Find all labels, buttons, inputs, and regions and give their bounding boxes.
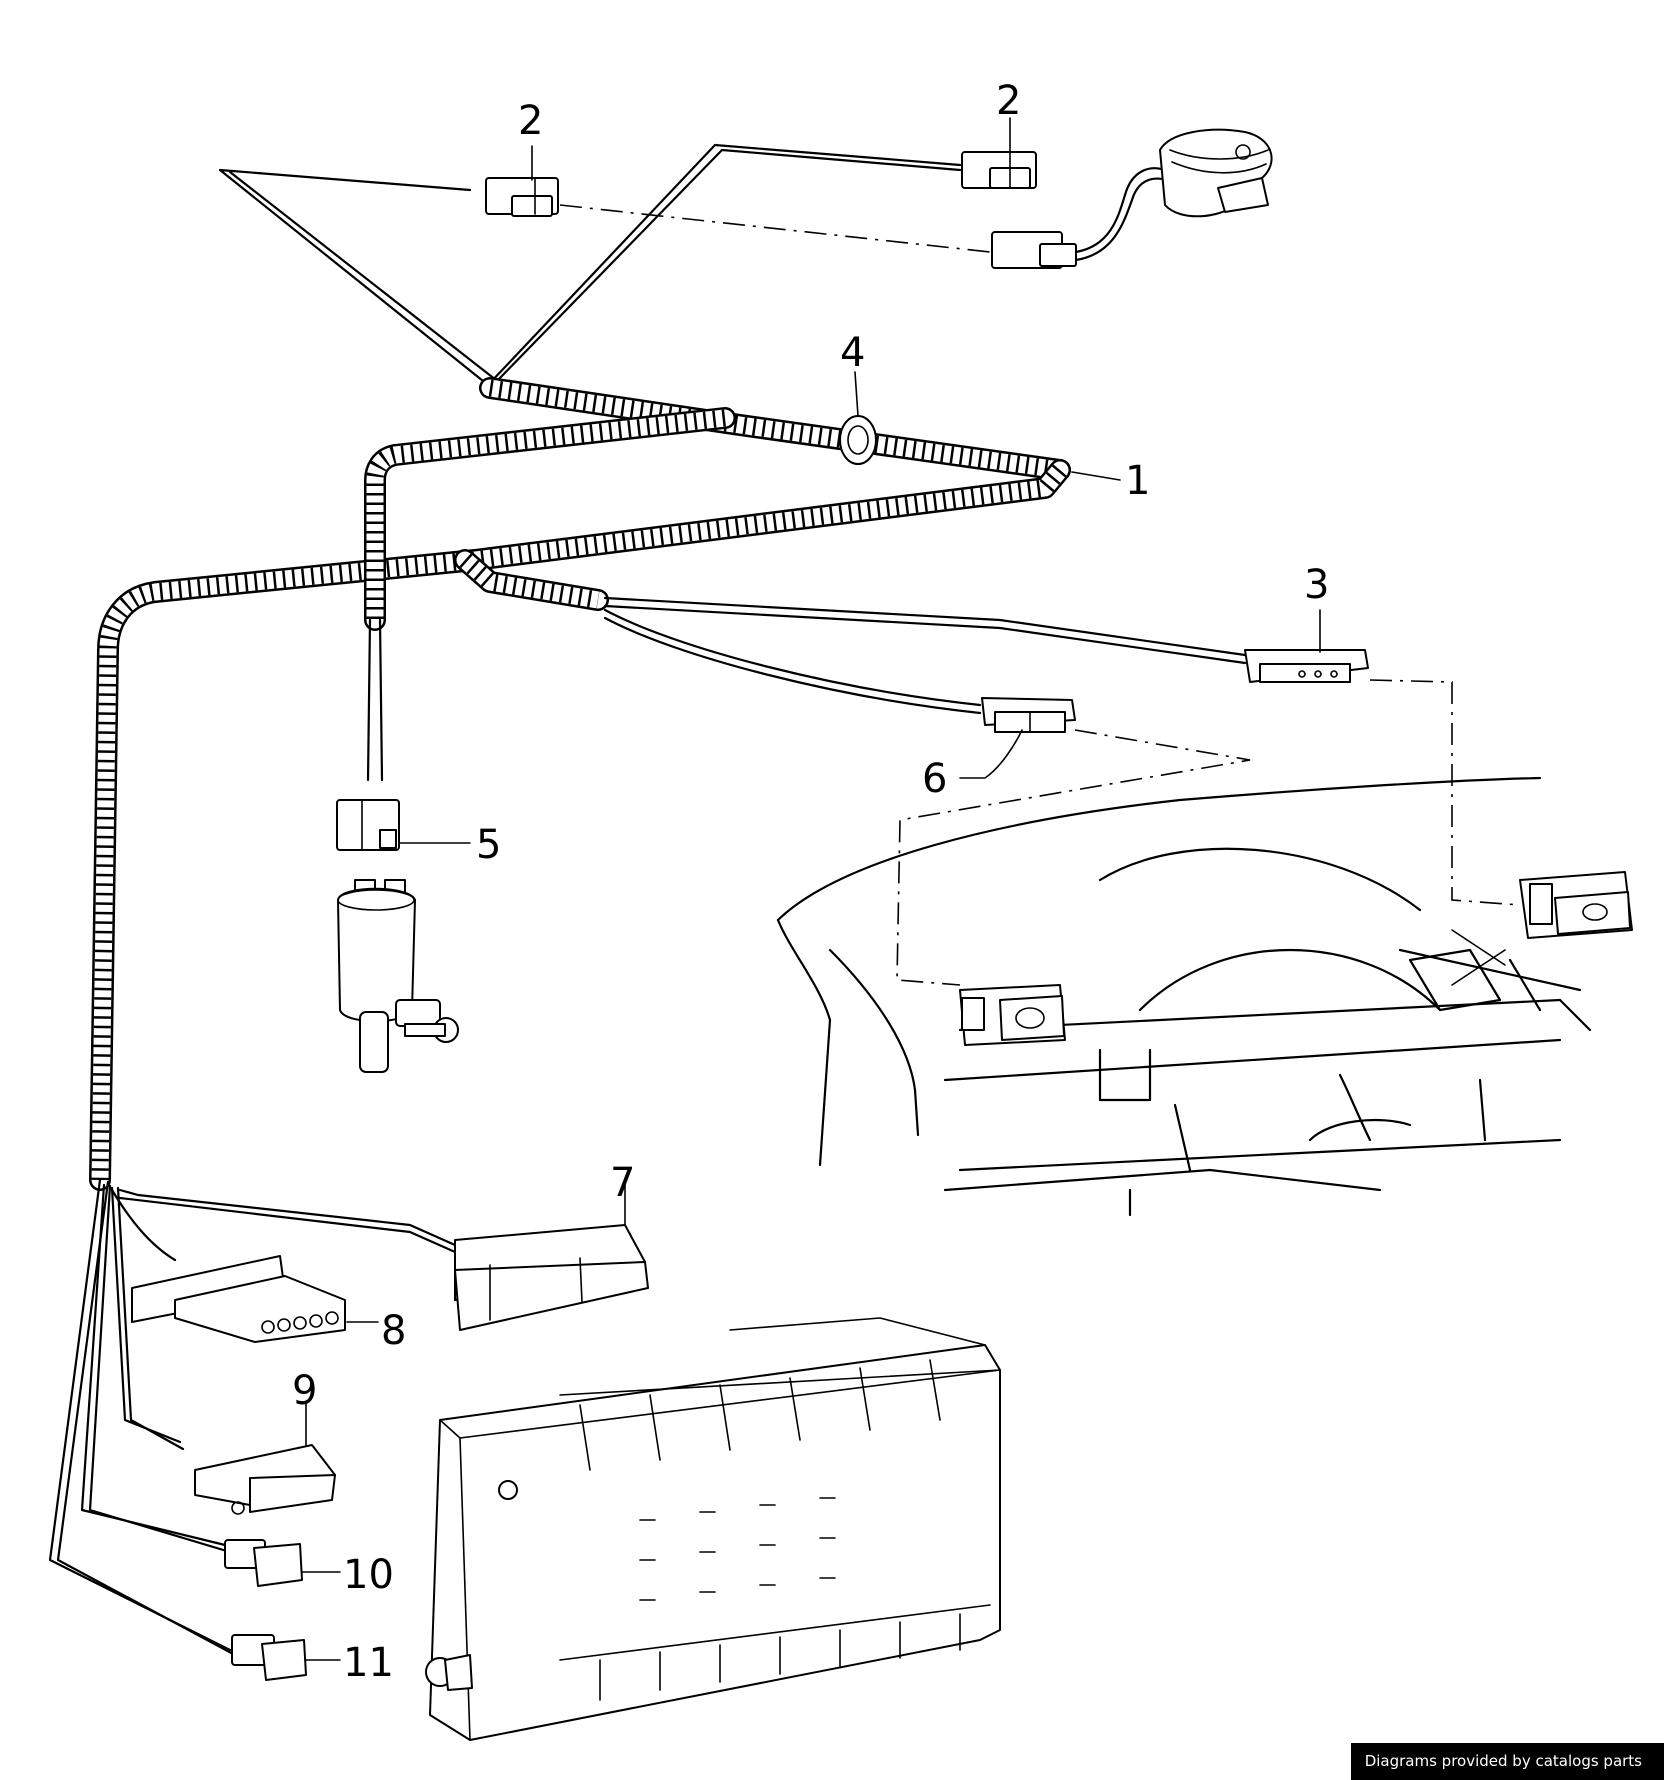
callout-2-left: 2 bbox=[518, 98, 543, 144]
lamp-connector bbox=[991, 167, 1170, 269]
credit-banner: Diagrams provided by catalogs parts bbox=[1350, 1743, 1664, 1780]
callout-6: 6 bbox=[922, 756, 947, 802]
connector-2-left bbox=[485, 177, 559, 217]
callout-labels: 1 2 2 3 4 5 6 7 8 9 10 11 bbox=[292, 78, 1329, 1686]
callout-3: 3 bbox=[1304, 562, 1329, 608]
dashboard-sketch bbox=[776, 776, 1592, 1217]
wires-3-6 bbox=[603, 596, 1247, 715]
callout-1: 1 bbox=[1125, 458, 1150, 504]
connector-5 bbox=[336, 618, 400, 851]
connector-6 bbox=[981, 697, 1076, 733]
connector-3 bbox=[1244, 649, 1369, 683]
callout-4: 4 bbox=[840, 330, 865, 376]
connector-2-right bbox=[961, 151, 1037, 189]
connector-8 bbox=[131, 1255, 346, 1343]
main-harness bbox=[89, 377, 1071, 1191]
lamp-housing-icon bbox=[1159, 128, 1273, 218]
callout-2-right: 2 bbox=[996, 78, 1021, 124]
callout-10: 10 bbox=[343, 1552, 394, 1598]
leader-lines bbox=[301, 117, 1321, 1661]
dash-switch-left bbox=[959, 984, 1066, 1046]
callout-7: 7 bbox=[610, 1160, 635, 1206]
lower-wires bbox=[48, 1178, 457, 1657]
connector-9 bbox=[194, 1444, 336, 1515]
connector-10 bbox=[224, 1539, 303, 1587]
grommet-4 bbox=[839, 415, 877, 465]
connector-11 bbox=[231, 1634, 307, 1681]
dashdot-2 bbox=[559, 204, 991, 253]
washer-pump-icon bbox=[337, 879, 459, 1073]
upper-wires bbox=[218, 143, 962, 387]
callout-11: 11 bbox=[343, 1640, 394, 1686]
callout-5: 5 bbox=[476, 822, 501, 868]
connector-7 bbox=[454, 1224, 649, 1331]
dashdot-lines bbox=[896, 679, 1521, 986]
dash-switch-right bbox=[1519, 871, 1633, 939]
fuse-relay-panel bbox=[425, 1317, 1001, 1741]
callout-9: 9 bbox=[292, 1368, 317, 1414]
callout-8: 8 bbox=[381, 1308, 406, 1354]
